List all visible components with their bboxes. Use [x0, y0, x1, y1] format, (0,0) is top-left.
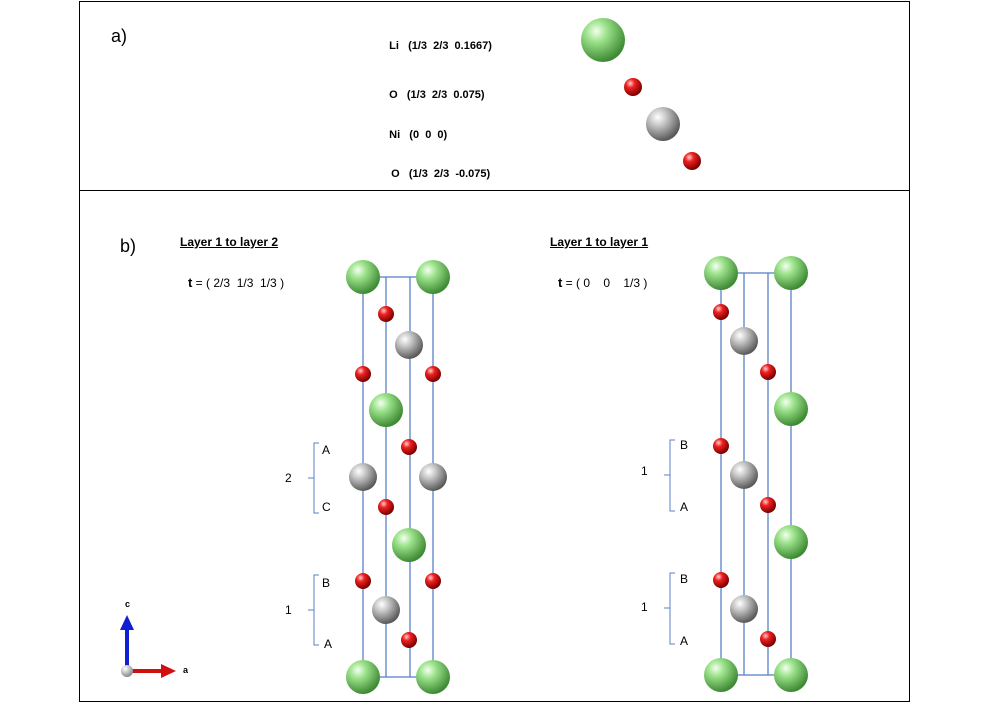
- fractional-coords: (1/3 2/3 0.1667): [408, 40, 492, 52]
- translation-vector-left: t = ( 2/3 1/3 1/3 ): [188, 275, 284, 290]
- atoms-right: [704, 256, 808, 692]
- heading-right: Layer 1 to layer 1: [550, 235, 649, 249]
- axes-indicator: [120, 615, 176, 678]
- brackets: [308, 439, 675, 646]
- stacking-label: A: [680, 500, 689, 514]
- element-symbol: Ni: [389, 129, 401, 141]
- position-row-li: Li (1/3 2/3 0.1667): [383, 28, 492, 52]
- layer-number: 1: [641, 464, 648, 478]
- position-row-o1: O (1/3 2/3 0.075): [383, 77, 485, 101]
- fractional-coords: (1/3 2/3 0.075): [406, 89, 485, 101]
- axis-c-label: c: [125, 599, 131, 609]
- element-symbol: O: [389, 89, 398, 101]
- t-value: = ( 2/3 1/3 1/3 ): [192, 276, 285, 290]
- stacking-label: B: [680, 572, 689, 586]
- stacking-label: C: [322, 500, 331, 514]
- panel-divider: [79, 190, 910, 191]
- heading-left: Layer 1 to layer 2: [180, 235, 279, 249]
- atom-ni-a: [646, 107, 680, 141]
- position-row-ni: Ni (0 0 0): [383, 117, 447, 141]
- t-value: = ( 0 0 1/3 ): [562, 276, 648, 290]
- position-row-o2: O (1/3 2/3 -0.075): [385, 156, 490, 180]
- stacking-label: A: [680, 634, 689, 648]
- atom-o-a2: [683, 152, 701, 170]
- fractional-coords: (1/3 2/3 -0.075): [408, 168, 491, 180]
- layer-number: 2: [285, 471, 292, 485]
- atom-o-a1: [624, 78, 642, 96]
- stacking-label: B: [680, 438, 689, 452]
- fractional-coords: (0 0 0): [409, 129, 448, 141]
- stacking-label: B: [322, 576, 331, 590]
- element-symbol: O: [391, 168, 400, 180]
- element-symbol: Li: [389, 40, 399, 52]
- stacking-label: A: [322, 443, 331, 457]
- atom-li-a: [581, 18, 625, 62]
- t-symbol: t: [188, 275, 193, 290]
- stacking-label: A: [324, 637, 333, 651]
- figure-frame: [79, 1, 910, 702]
- axis-a-label: a: [183, 665, 189, 675]
- layer-number: 1: [285, 603, 292, 617]
- panel-b-label: b): [120, 236, 137, 256]
- translation-vector-right: t = ( 0 0 1/3 ): [558, 275, 647, 290]
- layer-number: 1: [641, 600, 648, 614]
- panel-a-label: a): [111, 26, 128, 46]
- t-symbol: t: [558, 275, 563, 290]
- atoms-left: [346, 260, 450, 694]
